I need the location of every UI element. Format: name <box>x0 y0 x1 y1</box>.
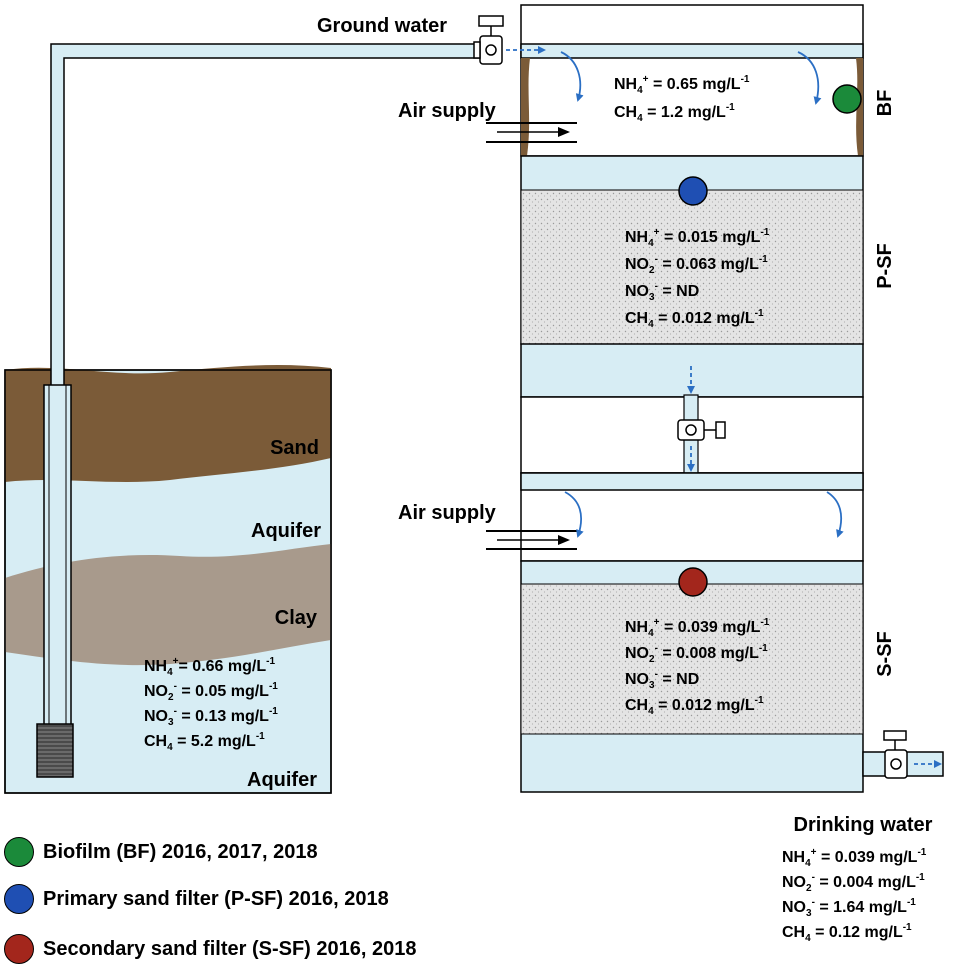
aquifer-upper-label: Aquifer <box>251 520 321 542</box>
legend-item-bf: Biofilm (BF) 2016, 2017, 2018 <box>4 835 318 869</box>
aquifer-lower-label: Aquifer <box>247 769 317 791</box>
air-supply-bottom-label: Air supply <box>398 502 497 524</box>
outlet-valve-icon <box>883 730 908 779</box>
legend-label-bf: Biofilm (BF) 2016, 2017, 2018 <box>43 840 318 863</box>
flow-arrows <box>506 46 942 768</box>
groundwater-conc-nh4: NH4+= 0.66 mg/L-1 <box>144 656 275 678</box>
legend-dot-psf <box>4 884 34 914</box>
bf-tag: BF <box>874 90 896 117</box>
ssf-tag: S-SF <box>874 631 896 677</box>
ssf-conc-no2: NO2- = 0.008 mg/L-1 <box>625 643 768 665</box>
legend-item-psf: Primary sand filter (P-SF) 2016, 2018 <box>4 882 389 916</box>
ssf-conc-nh4: NH4+ = 0.039 mg/L-1 <box>625 617 770 639</box>
legend-dot-bf <box>4 837 34 867</box>
bf-stage <box>520 4 864 157</box>
psf-conc-no2: NO2- = 0.063 mg/L-1 <box>625 254 768 276</box>
treatment-train <box>520 4 944 793</box>
legend-item-ssf: Secondary sand filter (S-SF) 2016, 2018 <box>4 932 417 966</box>
psf-conc-no3: NO3- = ND <box>625 281 699 303</box>
legend-dot-ssf <box>4 934 34 964</box>
inlet-valve-icon <box>473 15 504 65</box>
bf-conc-nh4: NH4+ = 0.65 mg/L-1 <box>614 74 750 96</box>
air-pipe-top <box>486 122 577 143</box>
drinking-conc-no2: NO2- = 0.004 mg/L-1 <box>782 872 925 894</box>
mid-valve-icon <box>677 419 726 441</box>
drinking-conc-nh4: NH4+ = 0.039 mg/L-1 <box>782 847 927 869</box>
ssf-conc-ch4: CH4 = 0.012 mg/L-1 <box>625 695 764 717</box>
drinking-conc-no3: NO3- = 1.64 mg/L-1 <box>782 897 916 919</box>
air-supply-top-label: Air supply <box>398 100 497 122</box>
sand-label: Sand <box>270 437 319 459</box>
groundwater-conc-no2: NO2- = 0.05 mg/L-1 <box>144 681 278 703</box>
ssf-sample-point <box>678 567 708 597</box>
bf-sample-point <box>832 84 862 114</box>
legend-label-psf: Primary sand filter (P-SF) 2016, 2018 <box>43 887 389 910</box>
drinking-water-label: Drinking water <box>794 814 933 836</box>
legend-label-ssf: Secondary sand filter (S-SF) 2016, 2018 <box>43 937 417 960</box>
bf-conc-ch4: CH4 = 1.2 mg/L-1 <box>614 102 735 124</box>
well-pipe <box>36 43 494 778</box>
ssf-conc-no3: NO3- = ND <box>625 669 699 691</box>
air-pipe-bottom <box>486 530 577 550</box>
clay-label: Clay <box>275 607 318 629</box>
psf-conc-nh4: NH4+ = 0.015 mg/L-1 <box>625 227 770 249</box>
sand-layer <box>5 365 331 482</box>
drinking-conc-ch4: CH4 = 0.12 mg/L-1 <box>782 922 912 944</box>
ground-water-label: Ground water <box>317 15 447 37</box>
well-screen <box>36 723 74 778</box>
clay-layer <box>5 544 331 666</box>
psf-media <box>520 189 864 345</box>
biofilm-right <box>856 58 863 156</box>
groundwater-conc-no3: NO3- = 0.13 mg/L-1 <box>144 706 278 728</box>
psf-conc-ch4: CH4 = 0.012 mg/L-1 <box>625 308 764 330</box>
psf-sample-point <box>678 176 708 206</box>
psf-tag: P-SF <box>874 243 896 289</box>
groundwater-conc-ch4: CH4 = 5.2 mg/L-1 <box>144 731 265 753</box>
ssf-media <box>520 583 864 735</box>
